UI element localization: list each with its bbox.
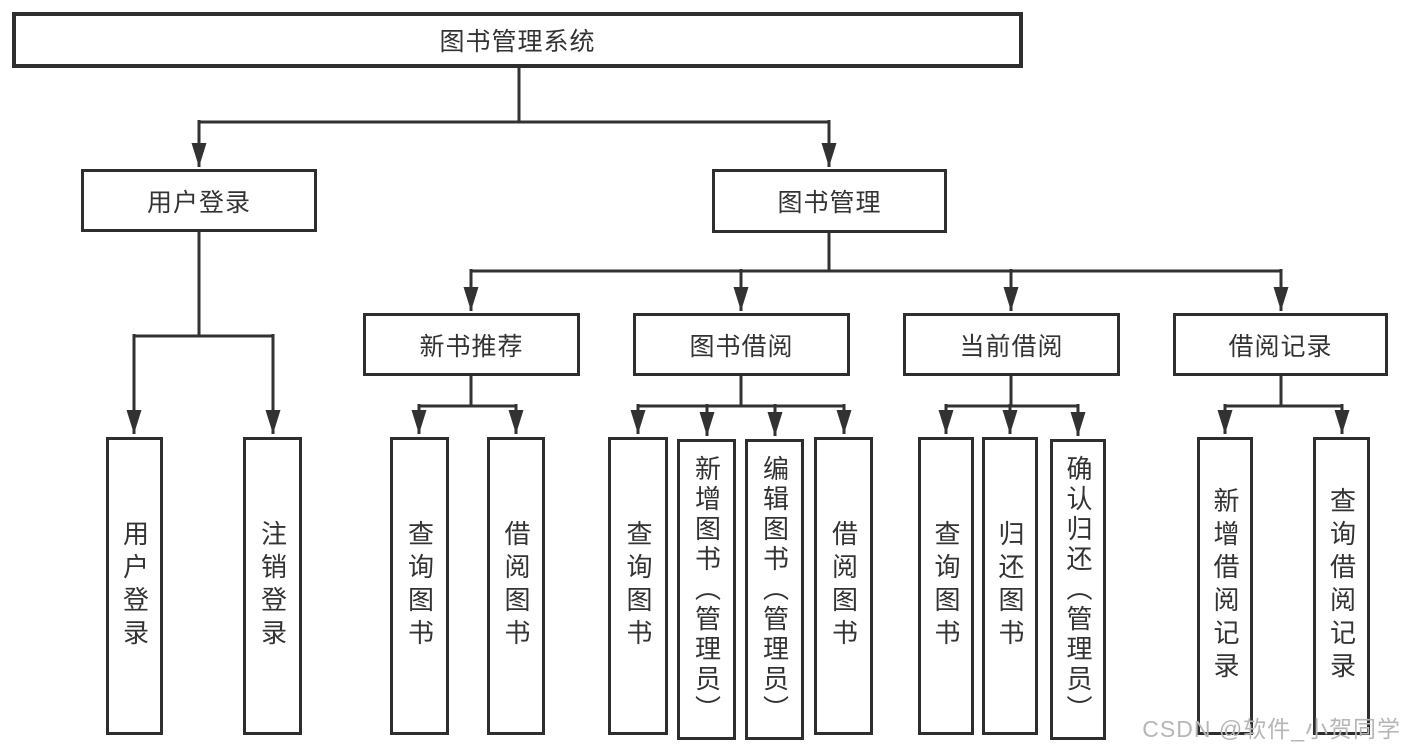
leaf-br-add-record-label: 新增借阅记录: [1210, 487, 1240, 685]
leaf-logout-label: 注销登录: [257, 520, 288, 652]
node-new-book-recommend: 新书推荐: [363, 313, 580, 376]
leaf-nb-query-book-label: 查询图书: [404, 520, 435, 652]
node-book-borrow: 图书借阅: [633, 313, 850, 376]
leaf-cb-return-book: 归还图书: [982, 437, 1038, 735]
leaf-br-add-record: 新增借阅记录: [1197, 437, 1253, 735]
leaf-nb-borrow-book: 借阅图书: [487, 437, 545, 735]
leaf-nb-borrow-book-label: 借阅图书: [501, 520, 531, 652]
leaf-bb-query-book: 查询图书: [608, 437, 668, 735]
node-root-library-system: 图书管理系统: [12, 12, 1023, 68]
leaf-br-query-record-label: 查询借阅记录: [1326, 487, 1357, 685]
node-book-management: 图书管理: [712, 169, 947, 233]
leaf-bb-edit-book-admin-label: 编辑图书（管理员）: [759, 454, 790, 725]
leaf-cb-confirm-return-admin-label: 确认归还（管理员）: [1063, 454, 1093, 725]
leaf-user-login-label: 用户登录: [119, 520, 150, 652]
leaf-nb-query-book: 查询图书: [390, 437, 449, 735]
leaf-cb-confirm-return-admin: 确认归还（管理员）: [1050, 439, 1106, 740]
node-current-borrow: 当前借阅: [903, 313, 1120, 376]
leaf-logout: 注销登录: [243, 437, 302, 735]
leaf-cb-return-book-label: 归还图书: [995, 520, 1025, 652]
leaf-br-query-record: 查询借阅记录: [1313, 437, 1370, 735]
csdn-watermark: CSDN @软件_小贺同学: [1142, 716, 1401, 742]
leaf-cb-query-book-label: 查询图书: [931, 520, 961, 652]
leaf-user-login: 用户登录: [106, 437, 163, 735]
leaf-bb-borrow-book: 借阅图书: [814, 437, 873, 735]
node-borrow-records: 借阅记录: [1173, 313, 1388, 376]
leaf-bb-query-book-label: 查询图书: [623, 520, 653, 652]
leaf-bb-add-book-admin: 新增图书（管理员）: [677, 439, 736, 740]
leaf-bb-add-book-admin-label: 新增图书（管理员）: [691, 454, 722, 725]
node-user-login: 用户登录: [81, 169, 317, 232]
connectors: [126, 68, 1350, 436]
leaf-bb-edit-book-admin: 编辑图书（管理员）: [745, 439, 804, 740]
leaf-cb-query-book: 查询图书: [918, 437, 974, 735]
leaf-bb-borrow-book-label: 借阅图书: [828, 520, 859, 652]
